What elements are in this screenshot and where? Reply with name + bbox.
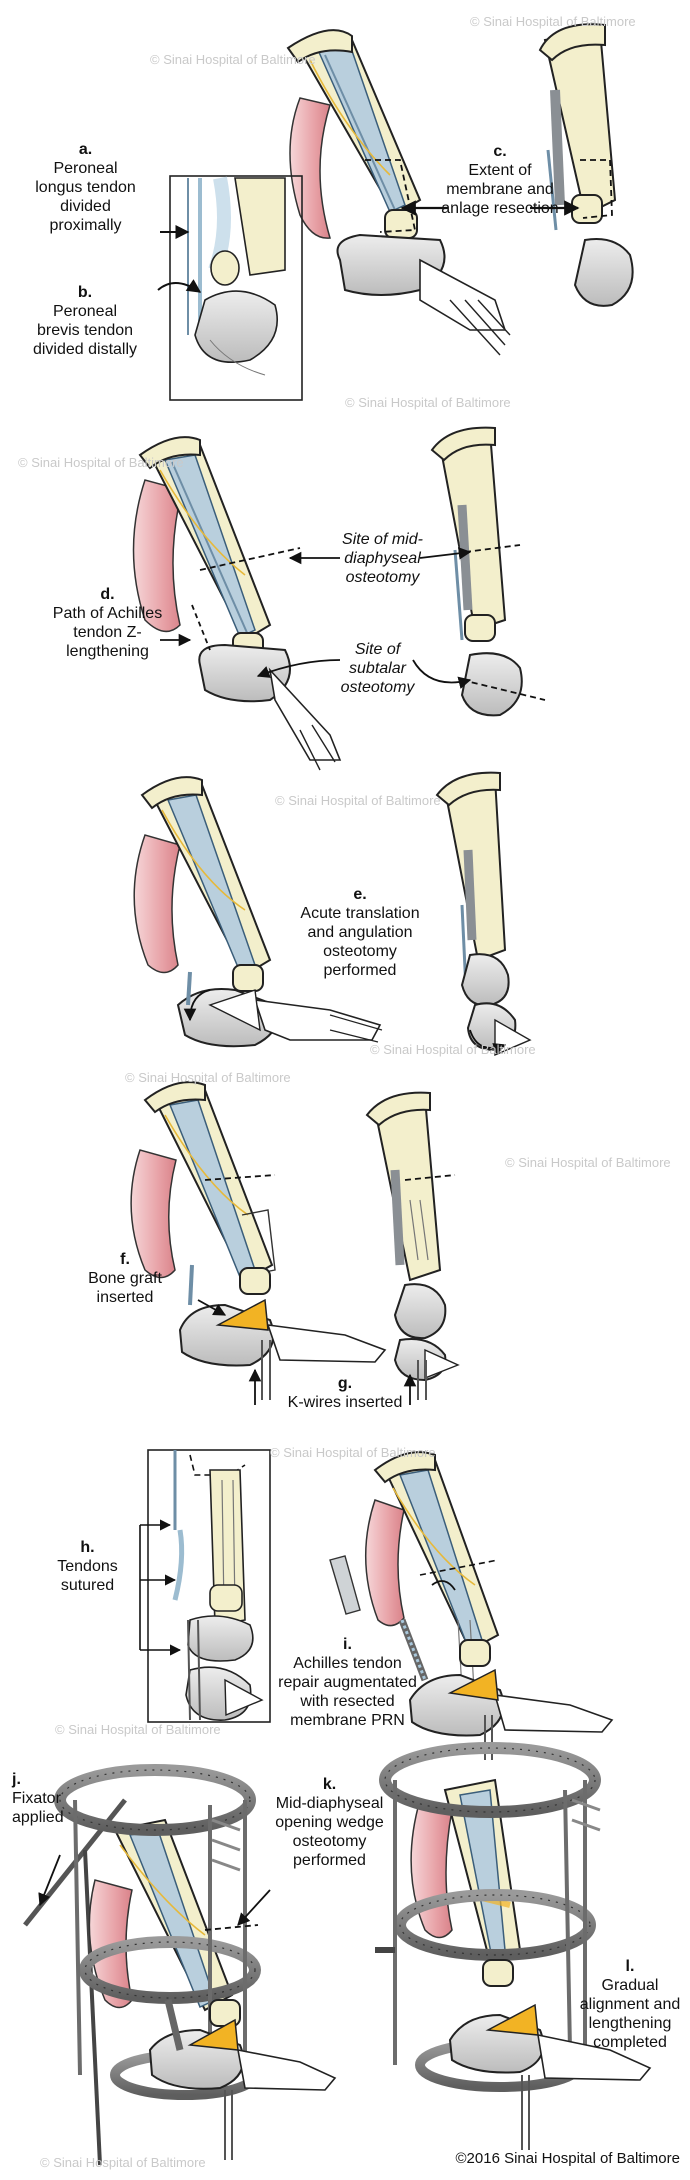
label-key: d.: [45, 585, 170, 604]
fixator-right: [375, 1748, 650, 2150]
leg-right-2: [432, 428, 545, 716]
inset-detail-5: [175, 1450, 262, 1720]
label-key: c.: [440, 142, 560, 161]
panel-2: [134, 428, 546, 770]
label-i: i. Achilles tendon repair augmentated wi…: [275, 1635, 420, 1730]
watermark: © Sinai Hospital of Baltimore: [470, 14, 636, 29]
label-text: Mid-diaphyseal opening wedge osteotomy p…: [262, 1794, 397, 1870]
label-key: e.: [295, 885, 425, 904]
label-text: Bone graft inserted: [75, 1269, 175, 1307]
label-j: j. Fixator applied: [12, 1770, 82, 1827]
label-text: Site of subtalar osteotomy: [330, 640, 425, 697]
label-e: e. Acute translation and angulation oste…: [295, 885, 425, 980]
label-mid-site: Site of mid-diaphyseal osteotomy: [325, 530, 440, 587]
watermark: © Sinai Hospital of Baltimore: [150, 52, 316, 67]
label-l: l. Gradual alignment and lengthening com…: [575, 1957, 685, 2052]
watermark: © Sinai Hospital of Baltimore: [270, 1445, 436, 1460]
membrane-strip: [330, 1556, 360, 1614]
label-key: h.: [40, 1538, 135, 1557]
label-c: c. Extent of membrane and anlage resecti…: [440, 142, 560, 218]
watermark: © Sinai Hospital of Baltimore: [55, 1722, 221, 1737]
label-key: a.: [28, 140, 143, 159]
label-text: Site of mid-diaphyseal osteotomy: [325, 530, 440, 587]
panel-4: [131, 1082, 458, 1405]
label-k: k. Mid-diaphyseal opening wedge osteotom…: [262, 1775, 397, 1870]
label-text: Acute translation and angulation osteoto…: [295, 904, 425, 980]
label-key: l.: [575, 1957, 685, 1976]
label-text: Achilles tendon repair augmentated with …: [275, 1654, 420, 1730]
inset-detail-1: [188, 178, 285, 375]
label-text: Peroneal brevis tendon divided distally: [30, 302, 140, 359]
label-text: Extent of membrane and anlage resection: [440, 161, 560, 218]
label-b: b. Peroneal brevis tendon divided distal…: [30, 283, 140, 359]
label-text: Path of Achilles tendon Z-lengthening: [45, 604, 170, 661]
label-subtalar-site: Site of subtalar osteotomy: [330, 640, 425, 697]
label-text: Tendons sutured: [40, 1557, 135, 1595]
watermark: © Sinai Hospital of Baltimore: [505, 1155, 671, 1170]
label-key: j.: [12, 1770, 82, 1789]
label-text: Fixator applied: [12, 1789, 82, 1827]
watermark: © Sinai Hospital of Baltimore: [345, 395, 511, 410]
leg-right-3: [437, 773, 530, 1055]
panel-1: [158, 24, 633, 400]
watermark: © Sinai Hospital of Baltimore: [18, 455, 184, 470]
label-key: k.: [262, 1775, 397, 1794]
label-key: b.: [30, 283, 140, 302]
watermark: © Sinai Hospital of Baltimore: [125, 1070, 291, 1085]
copyright: ©2016 Sinai Hospital of Baltimore: [455, 2150, 680, 2167]
label-h: h. Tendons sutured: [40, 1538, 135, 1595]
leg-left-4: [131, 1082, 385, 1400]
label-key: g.: [265, 1374, 425, 1393]
label-f: f. Bone graft inserted: [75, 1250, 175, 1307]
label-key: f.: [75, 1250, 175, 1269]
watermark: © Sinai Hospital of Baltimore: [275, 793, 441, 808]
label-text: K-wires inserted: [265, 1393, 425, 1412]
label-text: Peroneal longus tendon divided proximall…: [28, 159, 143, 235]
label-g: g. K-wires inserted: [265, 1374, 425, 1412]
label-key: i.: [275, 1635, 420, 1654]
label-d: d. Path of Achilles tendon Z-lengthening: [45, 585, 170, 661]
label-text: Gradual alignment and lengthening comple…: [575, 1976, 685, 2052]
watermark: © Sinai Hospital of Baltimore: [40, 2155, 206, 2170]
watermark: © Sinai Hospital of Baltimore: [370, 1042, 536, 1057]
label-a: a. Peroneal longus tendon divided proxim…: [28, 140, 143, 235]
